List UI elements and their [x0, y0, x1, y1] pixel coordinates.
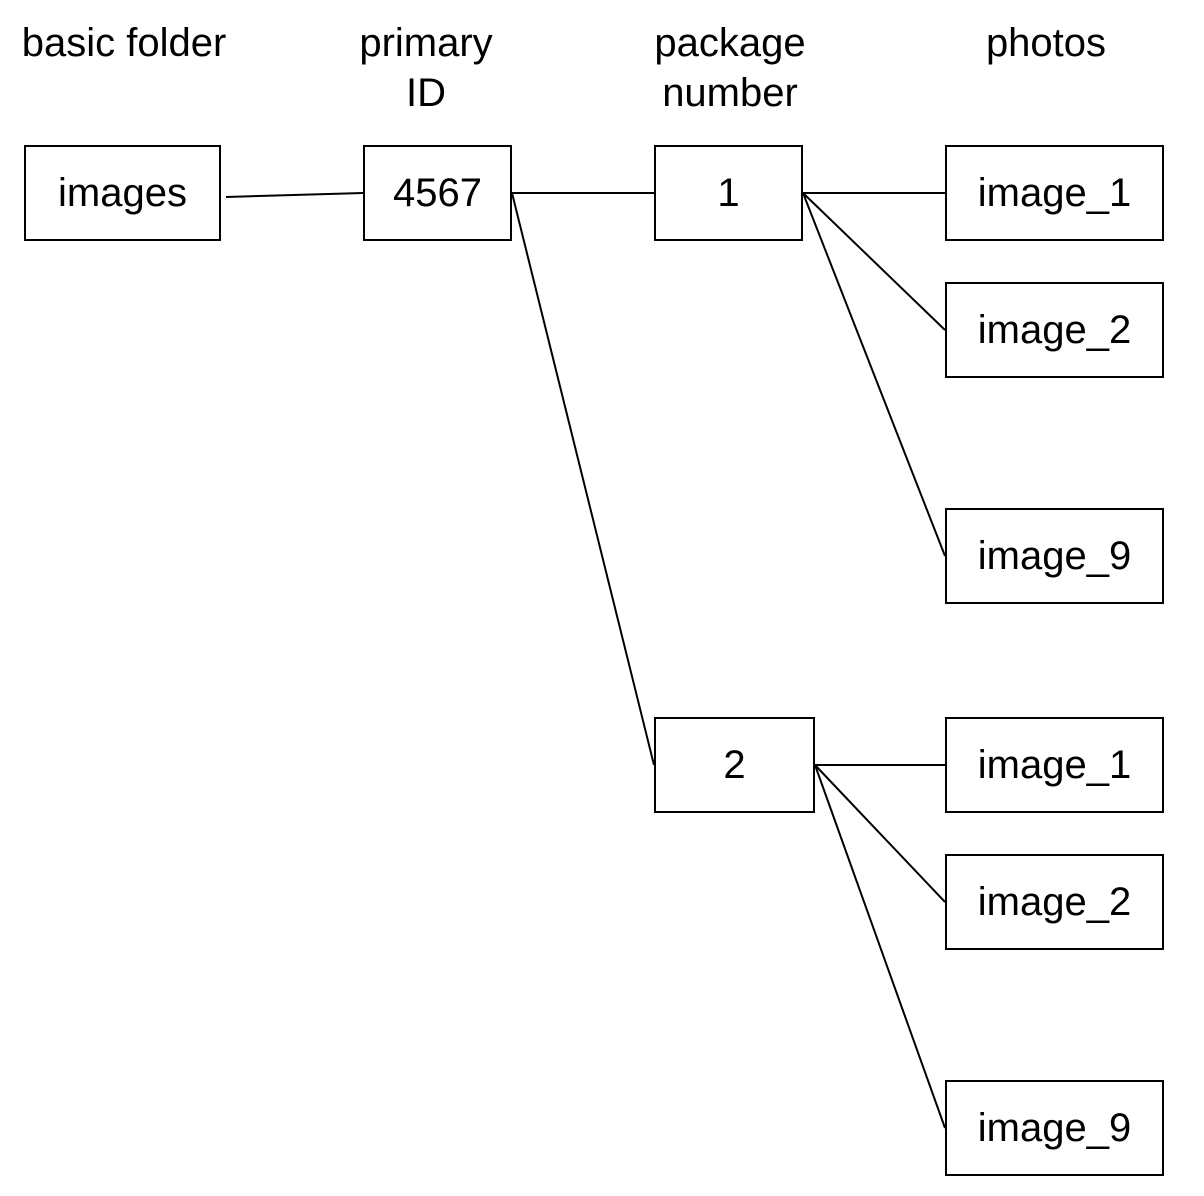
column-header-primary-id-line-1: primary	[359, 21, 493, 65]
edge-package-2-to-image-2	[814, 764, 946, 903]
node-package-1: 1	[654, 145, 803, 241]
column-header-primary-id-line-2: ID	[406, 71, 446, 115]
edge-package-2-to-image-9	[814, 764, 946, 1129]
node-package-2-photo: image_1	[945, 717, 1164, 813]
node-package-2-photo-label: image_2	[977, 879, 1132, 924]
column-header-basic-folder-line-1: basic folder	[21, 21, 227, 65]
node-package-2-photo: image_9	[945, 1080, 1164, 1176]
node-package-1-label: 1	[717, 170, 740, 215]
edge-package-1-to-image-9	[802, 192, 946, 557]
node-package-1-photo-label: image_2	[977, 307, 1132, 352]
node-package-2-photo-label: image_1	[977, 742, 1132, 787]
edge-package-1-to-image-2	[802, 192, 946, 331]
node-package-2: 2	[654, 717, 815, 813]
edge-root-to-id	[225, 192, 364, 198]
column-header-primary-id: primary ID	[330, 18, 522, 118]
node-basic-folder-label: images	[58, 170, 187, 215]
column-header-basic-folder: basic folder	[2, 18, 246, 68]
column-header-package-number-line-1: package	[654, 21, 806, 65]
node-primary-id: 4567	[363, 145, 512, 241]
column-header-package-number-line-2: number	[662, 71, 798, 115]
column-header-photos: photos	[946, 18, 1146, 68]
edge-id-to-package-2	[511, 192, 655, 766]
column-header-package-number: package number	[630, 18, 830, 118]
node-package-1-photo-label: image_1	[977, 170, 1132, 215]
node-package-1-photo: image_1	[945, 145, 1164, 241]
node-basic-folder: images	[24, 145, 221, 241]
node-package-2-photo-label: image_9	[977, 1105, 1132, 1150]
node-package-1-photo: image_2	[945, 282, 1164, 378]
node-package-1-photo-label: image_9	[977, 533, 1132, 578]
node-primary-id-label: 4567	[393, 170, 482, 215]
column-header-photos-line-1: photos	[985, 21, 1107, 65]
node-package-2-label: 2	[723, 742, 746, 787]
node-package-1-photo: image_9	[945, 508, 1164, 604]
node-package-2-photo: image_2	[945, 854, 1164, 950]
